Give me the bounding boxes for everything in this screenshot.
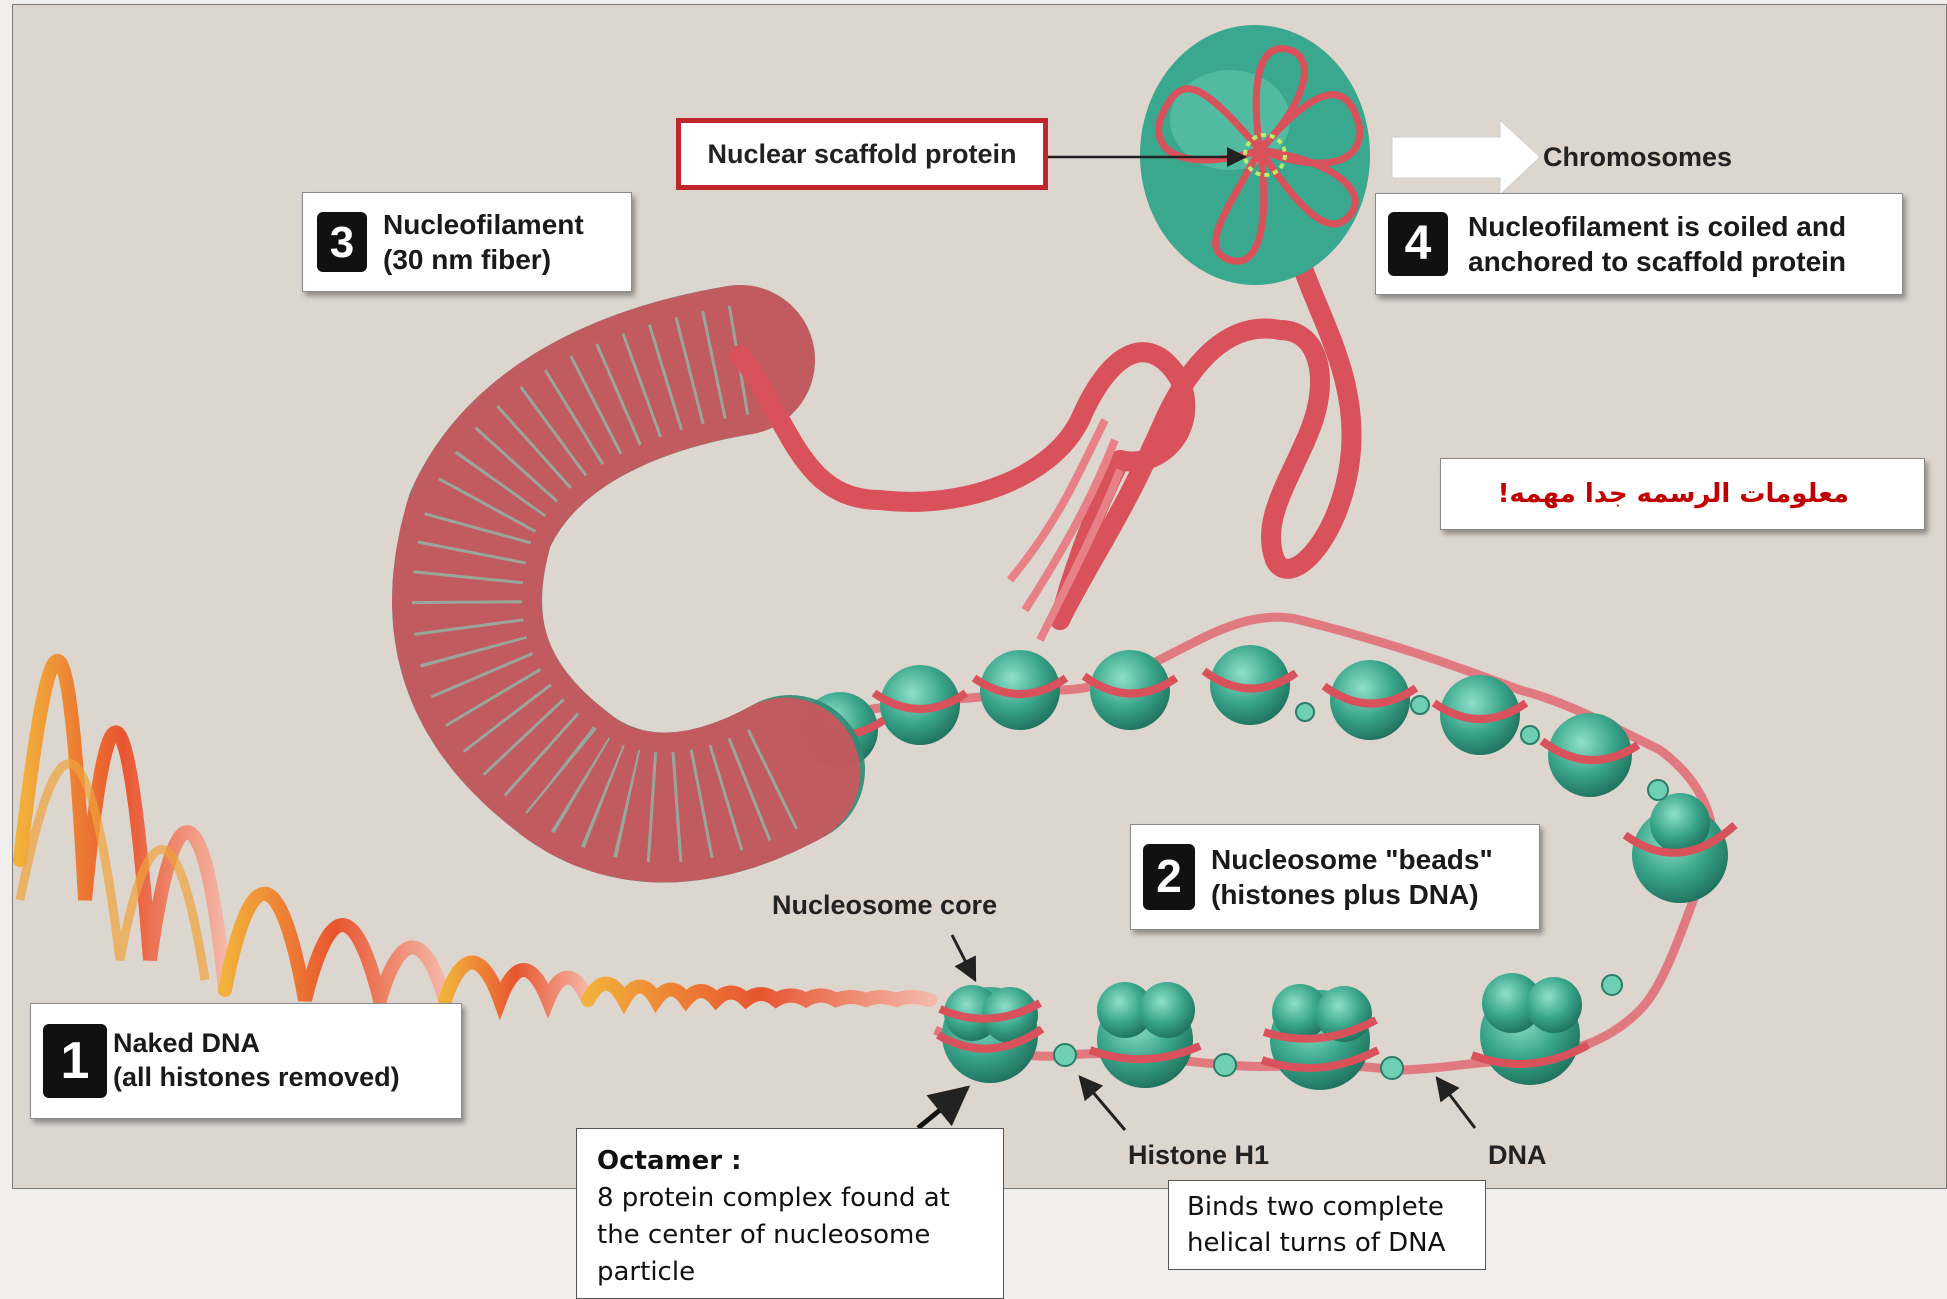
step-2-title: Nucleosome "beads" [1211,842,1493,877]
arabic-note: معلومات الرسمه جدا مهمه! [1440,458,1925,530]
scaffold-protein-label: Nuclear scaffold protein [676,118,1048,190]
step-3-subtitle: (30 nm fiber) [383,242,584,277]
step-2-badge: 2 [1143,844,1195,910]
step-4-badge: 4 [1388,212,1448,276]
nucleosome-core-label: Nucleosome core [772,890,997,921]
step-2-subtitle: (histones plus DNA) [1211,877,1493,912]
octamer-body: 8 protein complex found at the center of… [597,1180,983,1291]
step-1-subtitle: (all histones removed) [113,1061,400,1095]
step-3-label: 3 Nucleofilament(30 nm fiber) [302,192,632,292]
dna-label: DNA [1488,1140,1547,1171]
octamer-note: Octamer : 8 protein complex found at the… [576,1128,1004,1299]
step-1-label: 1 Naked DNA(all histones removed) [30,1003,462,1119]
solenoid-fiber [467,360,790,808]
step-2-label: 2 Nucleosome "beads"(histones plus DNA) [1130,824,1540,930]
step-1-badge: 1 [43,1024,107,1098]
chromosomes-label: Chromosomes [1543,142,1732,173]
step-1-title: Naked DNA [113,1027,400,1061]
binds-note: Binds two complete helical turns of DNA [1168,1180,1486,1270]
step-3-badge: 3 [317,212,367,272]
step-3-title: Nucleofilament [383,207,584,242]
step-4-subtitle: anchored to scaffold protein [1468,244,1846,279]
step-4-title: Nucleofilament is coiled and [1468,209,1846,244]
chromosomes-arrow [1392,120,1540,195]
octamer-title: Octamer : [597,1143,983,1180]
chromosome-scaffold [1140,25,1370,285]
histone-h1-label: Histone H1 [1128,1140,1269,1171]
